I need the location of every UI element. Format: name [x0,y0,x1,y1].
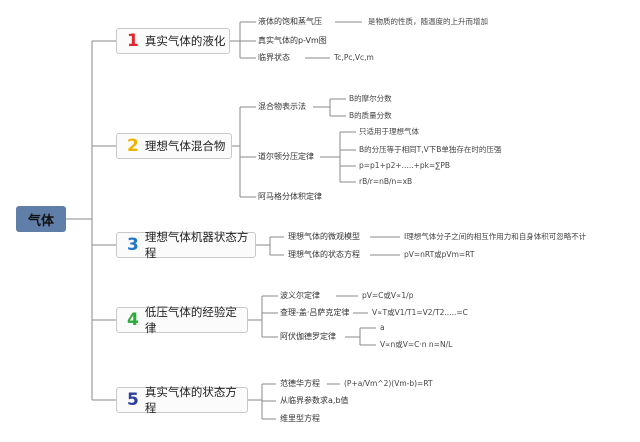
branch-title-2: 理想气体混合物 [144,139,226,153]
branch-number-4: 4 [127,310,139,330]
detail-van-der-waals[interactable]: (P+a/Vm^2)(Vm-b)=RT [344,379,433,388]
topic-virial-equation[interactable]: 维里型方程 [280,414,320,423]
branch-title-4: 低压气体的经验定律 [144,305,237,335]
topic-p-vm-diagram[interactable]: 真实气体的p-Vm图 [258,36,327,45]
detail-dalton-partial-pressure[interactable]: B的分压等于相同T,V下B单独存在时的压强 [359,145,502,154]
detail-micro-model[interactable]: I理想气体分子之间的相互作用力和自身体积可忽略不计 [404,232,587,241]
branch-node-4[interactable]: 4 低压气体的经验定律 [116,305,248,335]
branch-title-5: 真实气体的状态方程 [144,385,237,415]
branch-number-2: 2 [127,136,139,156]
detail-dalton-ideal-only[interactable]: 只适用于理想气体 [359,127,419,136]
branch-number-1: 1 [127,31,139,51]
detail-critical-parameters[interactable]: Tc,Pc,Vc,m [334,53,374,62]
branch-title-3: 理想气体机器状态方程 [144,230,249,260]
branch-title-1: 真实气体的液化 [144,34,226,48]
topic-avogadro-law[interactable]: 阿伏伽德罗定律 [280,332,336,341]
topic-critical-state[interactable]: 临界状态 [258,53,290,62]
topic-amagat-law[interactable]: 阿马格分体积定律 [258,192,322,201]
branch-node-5[interactable]: 5 真实气体的状态方程 [116,385,248,415]
detail-mass-fraction[interactable]: B的质量分数 [349,111,392,120]
detail-dalton-ratio[interactable]: rB/r=nB/n=xB [359,177,413,186]
branch-number-5: 5 [127,390,139,410]
topic-mixture-notation[interactable]: 混合物表示法 [258,102,306,111]
detail-vapor-pressure-property[interactable]: 是物质的性质，随温度的上升而增加 [368,17,488,26]
branch-node-2[interactable]: 2 理想气体混合物 [116,133,232,159]
topic-van-der-waals-equation[interactable]: 范德华方程 [280,379,320,388]
topic-critical-params-ab[interactable]: 从临界参数求a,b值 [280,396,349,405]
branch-node-3[interactable]: 3 理想气体机器状态方程 [116,230,256,260]
topic-ideal-gas-equation[interactable]: 理想气体的状态方程 [288,250,360,259]
topic-boyle-law[interactable]: 波义尔定律 [280,291,320,300]
topic-ideal-gas-micro-model[interactable]: 理想气体的微观模型 [288,232,360,241]
detail-mole-fraction[interactable]: B的摩尔分数 [349,94,392,103]
detail-charles-law[interactable]: V∝T或V1/T1=V2/T2.....=C [372,308,468,317]
detail-avogadro-relation[interactable]: V∝n或V=C·n n=N/L [380,340,453,349]
detail-boyle-law[interactable]: pV=C或V∝1/p [362,291,414,300]
root-node-gas[interactable]: 气体 [16,206,66,232]
topic-charles-gay-lussac-law[interactable]: 查理-盖·吕萨克定律 [280,308,350,317]
detail-dalton-sum[interactable]: p=p1+p2+.....+pk=∑PB [359,161,450,170]
topic-saturated-vapor-pressure[interactable]: 液体的饱和蒸气压 [258,17,322,26]
detail-ideal-gas-equation[interactable]: pV=nRT或pVm=RT [404,250,475,259]
topic-dalton-law[interactable]: 道尔顿分压定律 [258,152,314,161]
branch-number-3: 3 [127,235,139,255]
detail-avogadro-a[interactable]: a [380,323,385,332]
branch-node-1[interactable]: 1 真实气体的液化 [116,28,230,54]
